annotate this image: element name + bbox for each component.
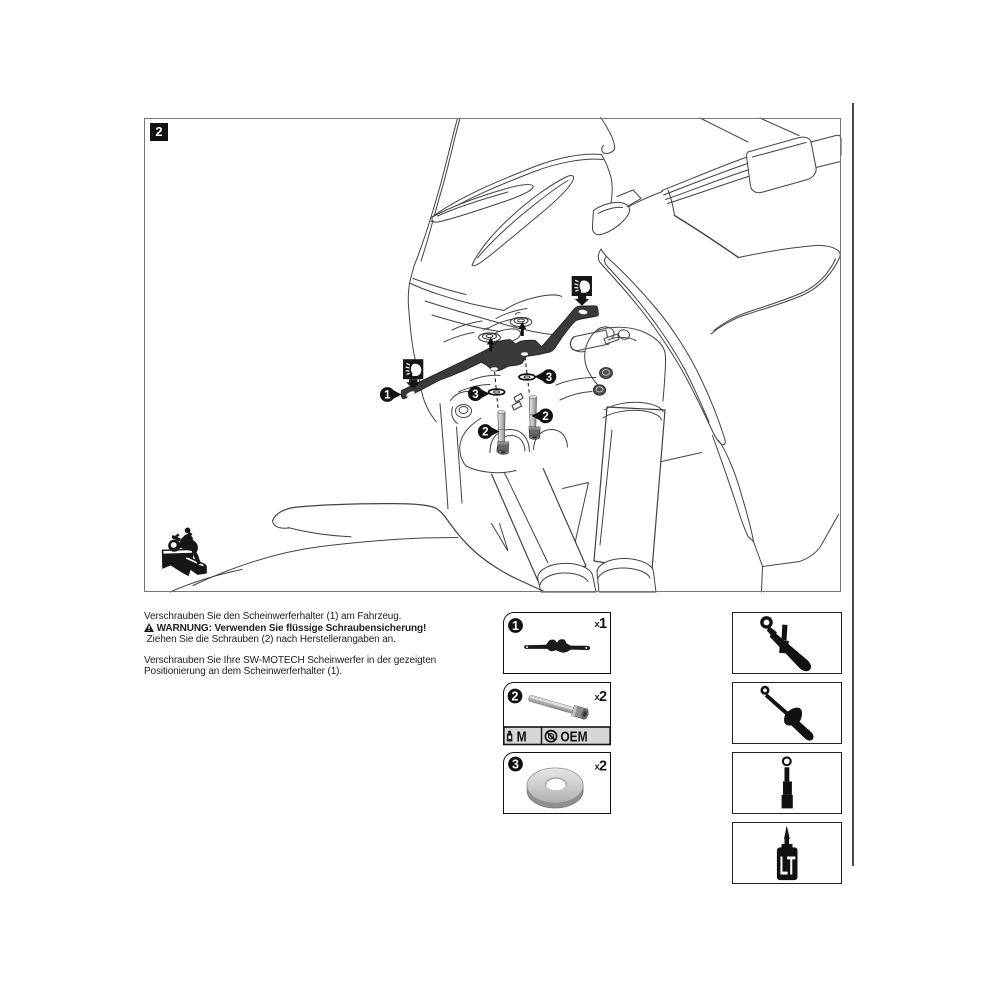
svg-text:x: x [595, 762, 601, 773]
svg-text:x: x [595, 692, 601, 703]
svg-text:1: 1 [512, 619, 519, 633]
svg-text:x: x [595, 619, 601, 630]
svg-text:1: 1 [384, 390, 391, 402]
svg-text:2: 2 [482, 427, 488, 439]
svg-text:2: 2 [599, 759, 607, 775]
svg-text:1: 1 [599, 616, 607, 632]
svg-text:2: 2 [599, 689, 607, 705]
svg-text:3: 3 [472, 389, 478, 401]
svg-text:2: 2 [542, 411, 548, 423]
svg-text:3: 3 [546, 372, 552, 384]
svg-text:LT: LT [780, 851, 796, 881]
svg-text:2: 2 [512, 690, 519, 704]
svg-text:OEM: OEM [560, 729, 587, 746]
svg-text:M: M [517, 729, 527, 746]
svg-text:3: 3 [512, 758, 519, 772]
